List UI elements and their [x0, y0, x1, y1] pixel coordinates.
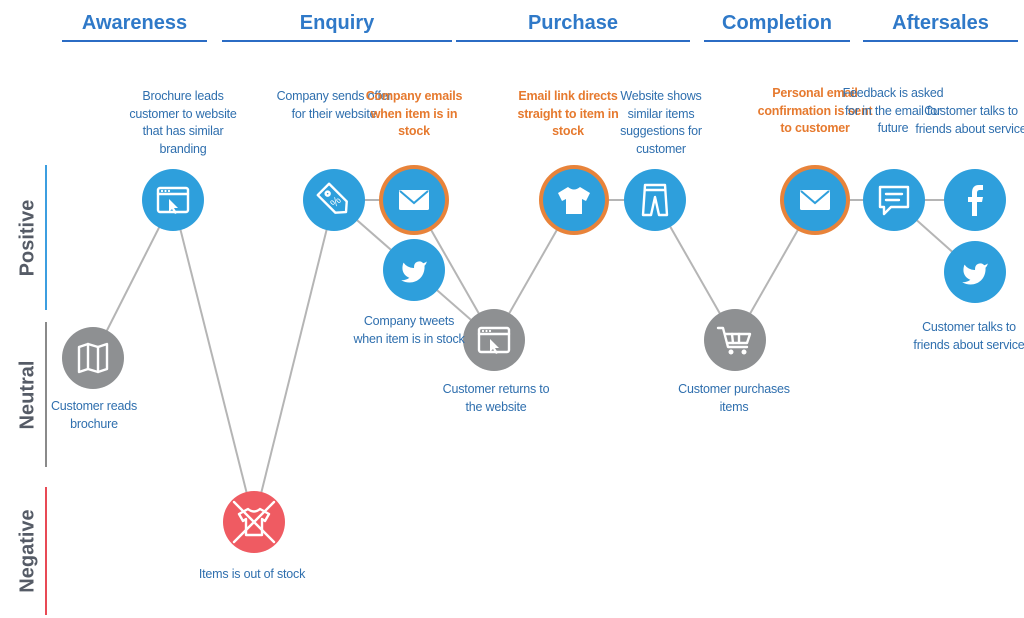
twitter-icon	[401, 261, 427, 283]
node-text-returns: Customer returns to the website	[442, 382, 550, 414]
zone-bar-positive	[45, 165, 47, 310]
price-tag-icon: %	[316, 182, 348, 214]
node-text-purchases: Customer purchases items	[678, 382, 790, 414]
node-text-offer: Company sends offer for their website	[276, 89, 392, 121]
node-returns	[463, 309, 525, 371]
phase-label-awareness: Awareness	[81, 12, 188, 34]
zone-negative: Negative	[8, 487, 48, 615]
phase-header-purchase: Purchase	[456, 10, 690, 42]
node-offer: %	[303, 169, 365, 231]
node-text-branding: Brochure leads customer to website that …	[129, 89, 237, 156]
node-text-similar: Website shows similar items suggestions …	[620, 89, 702, 156]
zone-bar-neutral	[45, 322, 47, 467]
connector-branding-out-of-stock	[172, 199, 255, 523]
node-text-feedback: Feedback is asked for in the email for f…	[842, 86, 944, 135]
phase-underline-purchase	[456, 40, 690, 42]
envelope-icon	[800, 190, 830, 210]
chat-bubble-icon	[878, 185, 910, 216]
browser-cursor-icon	[156, 186, 190, 214]
trousers-icon	[641, 183, 669, 217]
twitter-icon	[962, 263, 988, 285]
node-purchases	[704, 309, 766, 371]
cart-icon	[716, 326, 752, 355]
phase-header-enquiry: Enquiry	[222, 10, 452, 42]
phase-header-completion: Completion	[704, 10, 850, 42]
node-brochure	[62, 327, 124, 389]
node-text-tw-talk: Customer talks to friends about service	[913, 320, 1024, 352]
connector-out-of-stock-offer	[253, 199, 335, 523]
map-icon	[77, 342, 109, 374]
phase-label-purchase: Purchase	[527, 12, 619, 34]
phase-header-aftersales: Aftersales	[863, 10, 1018, 42]
node-email-stock	[379, 165, 449, 235]
phase-header-awareness: Awareness	[62, 10, 207, 42]
phase-underline-awareness	[62, 40, 207, 42]
phase-label-enquiry: Enquiry	[299, 12, 375, 34]
browser-cursor-icon	[477, 326, 511, 354]
node-text-fb-talk: Customer talks to friends about service	[915, 104, 1024, 136]
node-text-confirm: Personal email confirmation is sent to c…	[757, 86, 873, 135]
node-text-email-link: Email link directs straight to item in s…	[517, 89, 619, 138]
zone-bar-negative	[45, 487, 47, 615]
node-text-email-stock: Company emails when item is in stock	[365, 89, 463, 138]
node-similar	[624, 169, 686, 231]
node-text-tweet-stock: Company tweets when item is in stock	[353, 314, 465, 346]
zone-neutral: Neutral	[8, 322, 48, 467]
node-feedback	[863, 169, 925, 231]
node-out-of-stock	[223, 491, 285, 553]
envelope-icon	[399, 190, 429, 210]
tshirt-icon	[558, 187, 590, 214]
zone-positive: Positive	[8, 165, 48, 310]
phase-underline-aftersales	[863, 40, 1018, 42]
node-email-link	[539, 165, 609, 235]
phase-underline-enquiry	[222, 40, 452, 42]
phase-underline-completion	[704, 40, 850, 42]
node-branding	[142, 169, 204, 231]
phase-label-completion: Completion	[722, 12, 832, 34]
node-confirm	[780, 165, 850, 235]
shirt-crossed-icon	[232, 500, 276, 544]
phase-label-aftersales: Aftersales	[892, 12, 989, 34]
node-text-out-of-stock: Items is out of stock	[198, 567, 306, 581]
node-tw-talk	[944, 241, 1006, 303]
node-text-brochure: Customer reads brochure	[50, 399, 138, 431]
facebook-icon	[968, 185, 983, 216]
node-fb-talk	[944, 169, 1006, 231]
node-tweet-stock	[383, 239, 445, 301]
